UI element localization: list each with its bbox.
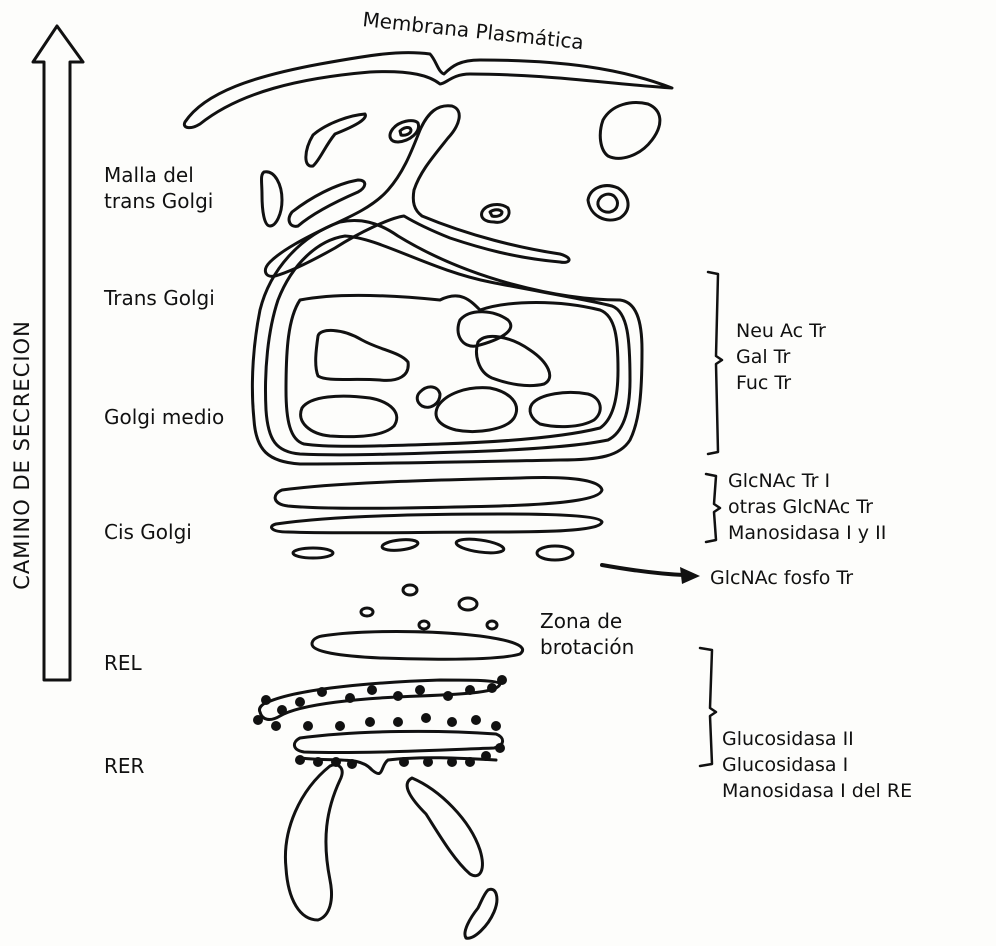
membrane-label: Membrana Plasmática (361, 7, 584, 54)
golgi-vesicle (436, 388, 516, 432)
enzyme-item: Gal Tr (736, 344, 826, 370)
enzymes-er: Glucosidasa II Glucosidasa I Manosidasa … (722, 726, 912, 804)
label-malla-line2: trans Golgi (104, 188, 213, 214)
enzyme-item: Glucosidasa I (722, 752, 912, 778)
tgn-vesicle (588, 186, 628, 220)
rer-cisterna (294, 731, 502, 752)
enzyme-item: Glucosidasa II (722, 726, 912, 752)
cis-vesicle (537, 546, 573, 560)
cis-vesicle (455, 537, 504, 556)
ribosomes (253, 675, 507, 769)
cis-golgi-cisterna (275, 478, 602, 509)
bracket-cis (706, 474, 720, 542)
label-malla-line1: Malla del (104, 162, 213, 188)
golgi-vesicle (530, 392, 600, 426)
label-budding-zone: Zona de brotación (540, 608, 634, 660)
rer-tubule (407, 778, 482, 876)
label-trans-golgi: Trans Golgi (104, 285, 215, 311)
medial-golgi-inner-cisterna (286, 295, 618, 446)
tgn-vesicle (600, 103, 660, 159)
label-cis-golgi: Cis Golgi (104, 519, 192, 545)
tgn-vesicle-inner (598, 194, 618, 212)
transition-vesicle (419, 621, 429, 629)
enzyme-item: otras GlcNAc Tr (728, 494, 886, 520)
rel-cisterna (312, 632, 523, 660)
fosfo-pointer-head (680, 567, 700, 584)
enzymes-cis: GlcNAc Tr I otras GlcNAc Tr Manosidasa I… (728, 468, 886, 546)
tgn-vesicle-inner (490, 210, 502, 217)
golgi-vesicle (301, 396, 397, 437)
transition-vesicle (487, 621, 497, 629)
bracket-er (700, 648, 716, 766)
transition-vesicle (403, 585, 417, 595)
golgi-vesicle (458, 312, 511, 346)
tgn-tubule (306, 114, 366, 166)
enzyme-item: Neu Ac Tr (736, 318, 826, 344)
rer-tubule (285, 765, 342, 920)
transition-vesicle (459, 598, 477, 610)
cis-vesicle (382, 538, 419, 552)
enzyme-item: Manosidasa I del RE (722, 778, 912, 804)
cis-golgi-cisterna (272, 514, 602, 533)
golgi-vesicle (316, 330, 409, 380)
bracket-trans-medio (708, 272, 722, 454)
transition-vesicle (361, 608, 373, 616)
tgn-vesicle (390, 121, 418, 142)
cis-vesicle (293, 548, 333, 558)
golgi-vesicle (417, 387, 440, 407)
tgn-vesicle (482, 205, 509, 223)
secretion-pathway-label: CAMINO DE SECRECION (10, 235, 34, 675)
enzymes-trans-medio: Neu Ac Tr Gal Tr Fuc Tr (736, 318, 826, 396)
label-budding-line1: Zona de (540, 608, 634, 634)
medial-golgi-cisterna (266, 236, 631, 455)
rer-tubule (465, 889, 497, 938)
enzyme-item: GlcNAc Tr I (728, 468, 886, 494)
enzyme-item: Manosidasa I y II (728, 520, 886, 546)
fosfo-pointer-line (602, 565, 684, 575)
label-rer: RER (104, 753, 144, 779)
label-malla-trans-golgi: Malla del trans Golgi (104, 162, 213, 214)
label-budding-line2: brotación (540, 634, 634, 660)
label-golgi-medio: Golgi medio (104, 404, 224, 430)
secretion-direction-arrow (33, 26, 83, 680)
enzyme-item: Fuc Tr (736, 370, 826, 396)
enzyme-glcnac-fosfo: GlcNAc fosfo Tr (710, 565, 853, 591)
label-rel: REL (104, 650, 142, 676)
tgn-tubule (262, 172, 283, 226)
tgn-vesicle-inner (400, 127, 411, 135)
